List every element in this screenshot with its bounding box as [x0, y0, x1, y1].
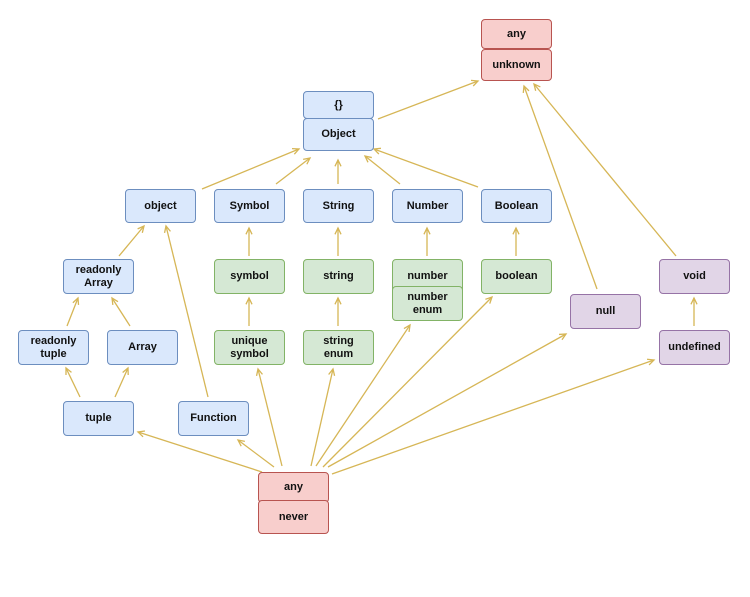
- node-Array[interactable]: Array: [107, 330, 178, 365]
- edge-never-to-unique-symbol: [255, 367, 283, 467]
- node-Boolean[interactable]: Boolean: [481, 189, 552, 223]
- node-tuple[interactable]: tuple: [63, 401, 134, 436]
- node-readonly-tuple[interactable]: readonly tuple: [18, 330, 89, 365]
- edge-Function-to-object: [163, 224, 209, 398]
- node-symbol[interactable]: symbol: [214, 259, 285, 294]
- node-readonly-array[interactable]: readonly Array: [63, 259, 134, 294]
- edge-Symbol-to-Object: [275, 157, 312, 185]
- edge-undefined-to-void: [690, 296, 698, 326]
- edge-Boolean-to-Object: [372, 147, 479, 188]
- edge-Object-to-unknown: [377, 79, 480, 120]
- edge-never-to-null: [327, 333, 568, 468]
- node-Number[interactable]: Number: [392, 189, 463, 223]
- node-object[interactable]: object: [125, 189, 196, 223]
- edge-readonly-array-to-object: [118, 224, 145, 257]
- node-void[interactable]: void: [659, 259, 730, 294]
- edge-never-to-boolean: [322, 295, 494, 468]
- edge-String-to-Object: [334, 158, 342, 184]
- edge-never-to-Function: [236, 439, 275, 468]
- edge-tuple-to-Array: [114, 366, 129, 398]
- edge-null-to-unknown: [522, 84, 598, 290]
- edge-void-to-unknown: [533, 82, 677, 257]
- edge-object-to-Object: [201, 147, 301, 190]
- node-Function[interactable]: Function: [178, 401, 249, 436]
- node-string-enum[interactable]: string enum: [303, 330, 374, 365]
- node-Symbol[interactable]: Symbol: [214, 189, 285, 223]
- edge-Number-to-Object: [363, 155, 401, 185]
- node-null[interactable]: null: [570, 294, 641, 329]
- node-Object[interactable]: Object: [303, 118, 374, 151]
- edge-never-to-string-enum: [310, 367, 336, 467]
- node-undefined[interactable]: undefined: [659, 330, 730, 365]
- node-unique-symbol[interactable]: unique symbol: [214, 330, 285, 365]
- node-unknown[interactable]: unknown: [481, 49, 552, 81]
- edge-boolean-to-Boolean: [512, 226, 520, 256]
- edge-never-to-number-enum: [315, 323, 411, 467]
- node-any-top[interactable]: any: [481, 19, 552, 49]
- edge-string-to-String: [334, 226, 342, 256]
- edge-never-to-tuple: [136, 430, 263, 473]
- node-empty-object[interactable]: {}: [303, 91, 374, 119]
- node-never[interactable]: never: [258, 500, 329, 534]
- edge-never-to-undefined: [331, 358, 656, 475]
- edge-readonly-tuple-to-readonly-array: [66, 296, 80, 327]
- node-any-bottom[interactable]: any: [258, 472, 329, 503]
- edge-number-to-Number: [423, 226, 431, 256]
- node-String[interactable]: String: [303, 189, 374, 223]
- edge-Array-to-readonly-array: [111, 296, 131, 327]
- edge-symbol-to-Symbol: [245, 226, 253, 256]
- edge-tuple-to-readonly-tuple: [65, 366, 81, 398]
- node-boolean[interactable]: boolean: [481, 259, 552, 294]
- edge-unique-symbol-to-symbol: [245, 296, 253, 326]
- node-string[interactable]: string: [303, 259, 374, 294]
- edge-string-enum-to-string: [334, 296, 342, 326]
- node-number-enum[interactable]: number enum: [392, 286, 463, 321]
